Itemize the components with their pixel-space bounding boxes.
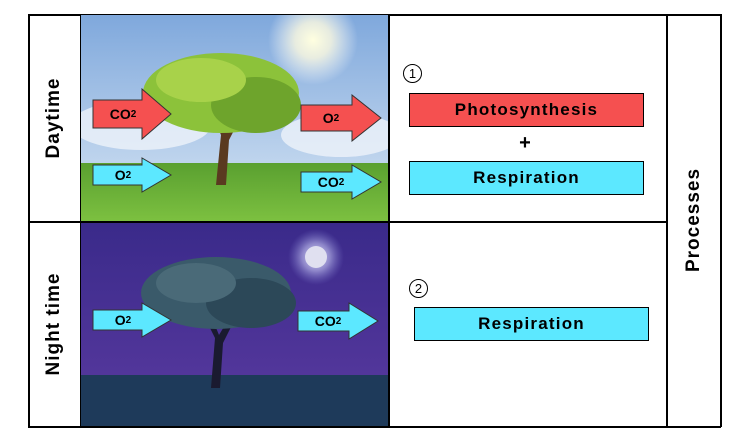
divider-image [388, 14, 390, 427]
plus-sign: + [519, 132, 531, 154]
o2-label: O [114, 167, 126, 183]
column-label-processes: Processes [683, 167, 704, 273]
night-respiration-box: Respiration [414, 307, 649, 341]
divider-label [80, 14, 82, 427]
row-label-night: Night time [43, 272, 64, 376]
co2-label: CO [314, 313, 336, 329]
border-bottom [28, 426, 721, 428]
co2-label: CO [109, 106, 131, 122]
sun-icon [268, 15, 358, 85]
border-right [720, 14, 722, 427]
divider-row [28, 221, 667, 223]
co2-label: CO [317, 174, 339, 190]
border-top [28, 14, 721, 16]
o2-label: O [322, 110, 334, 126]
step-2-badge: 2 [409, 279, 428, 298]
o2-label: O [114, 312, 126, 328]
row-label-daytime: Daytime [43, 77, 64, 159]
photosynthesis-box: Photosynthesis [409, 93, 644, 127]
border-left [28, 14, 30, 427]
day-respiration-box: Respiration [409, 161, 644, 195]
step-1-badge: 1 [403, 64, 422, 83]
divider-process [666, 14, 668, 427]
